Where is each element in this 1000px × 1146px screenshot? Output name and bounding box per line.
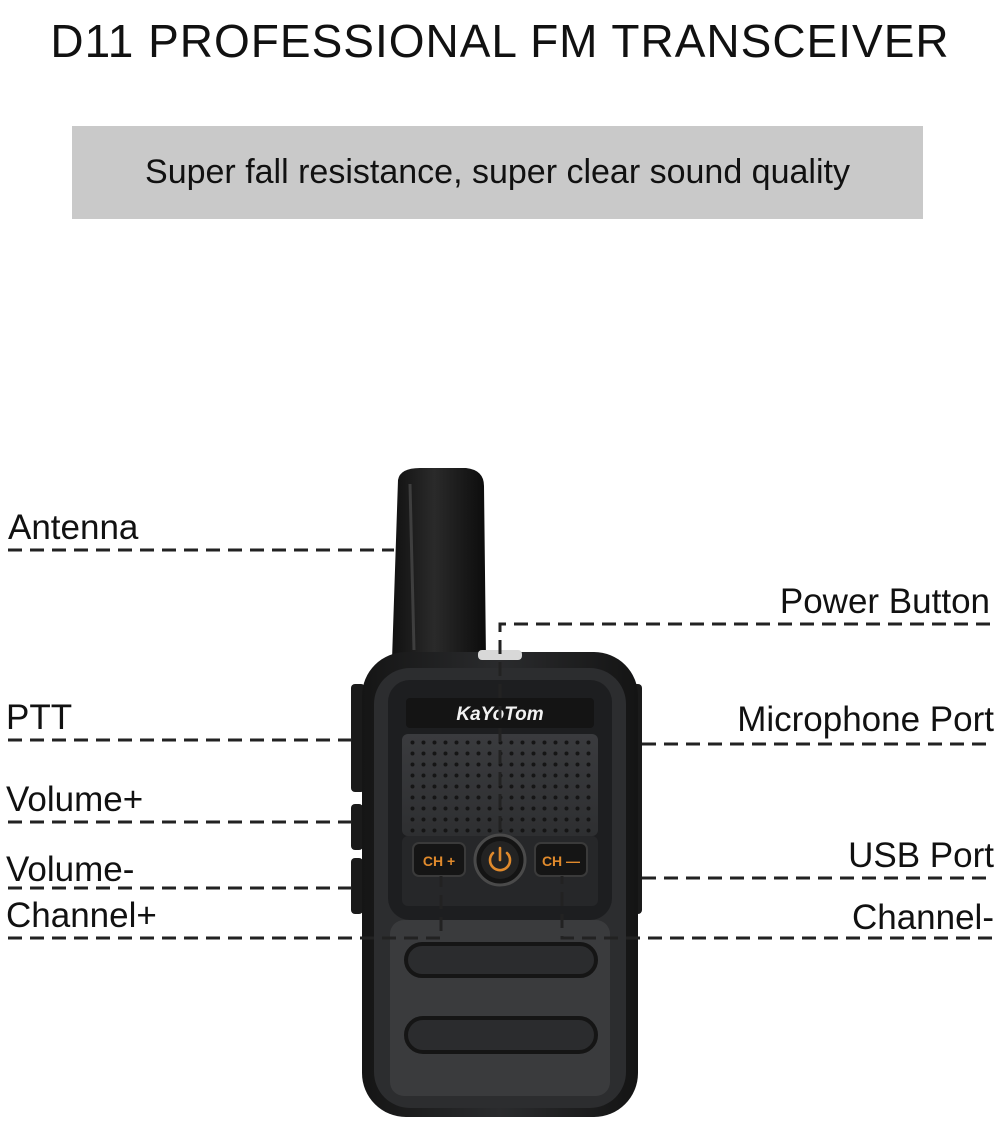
ch-minus-button: CH — [534,842,588,877]
antenna [392,468,486,660]
channel-plus-label: Channel+ [6,896,157,935]
channel-minus-label: Channel- [851,898,994,937]
subtitle-banner [72,126,923,219]
volume-up-side-button [351,804,363,850]
power-button-leader-line [498,622,990,836]
microphone-port-label: Microphone Port [737,700,994,739]
power-icon [488,846,512,872]
page-title: D11 PROFESSIONAL FM TRANSCEIVER [50,15,950,67]
antenna-label: Antenna [8,508,139,547]
ptt-side-button [351,684,365,792]
subtitle-text: Super fall resistance, super clear sound… [145,153,850,191]
power-button-label: Power Button [779,582,990,621]
power-knob-top [478,650,522,660]
volume-plus-label: Volume+ [6,780,144,819]
channel-minus-leader-line [560,876,992,940]
ch-plus-text: CH + [423,853,455,869]
leader-lines [8,548,992,940]
channel-plus-leader-line [8,876,443,940]
ptt-label: PTT [6,698,73,737]
volume-down-side-button [351,858,363,914]
lower-grip-slot [404,1016,598,1054]
usb-port-label: USB Port [848,836,994,875]
ch-plus-button: CH + [412,842,466,877]
upper-grip-slot [404,942,598,978]
power-button [473,833,527,887]
volume-minus-label: Volume- [6,850,135,889]
ch-minus-text: CH — [542,853,580,869]
